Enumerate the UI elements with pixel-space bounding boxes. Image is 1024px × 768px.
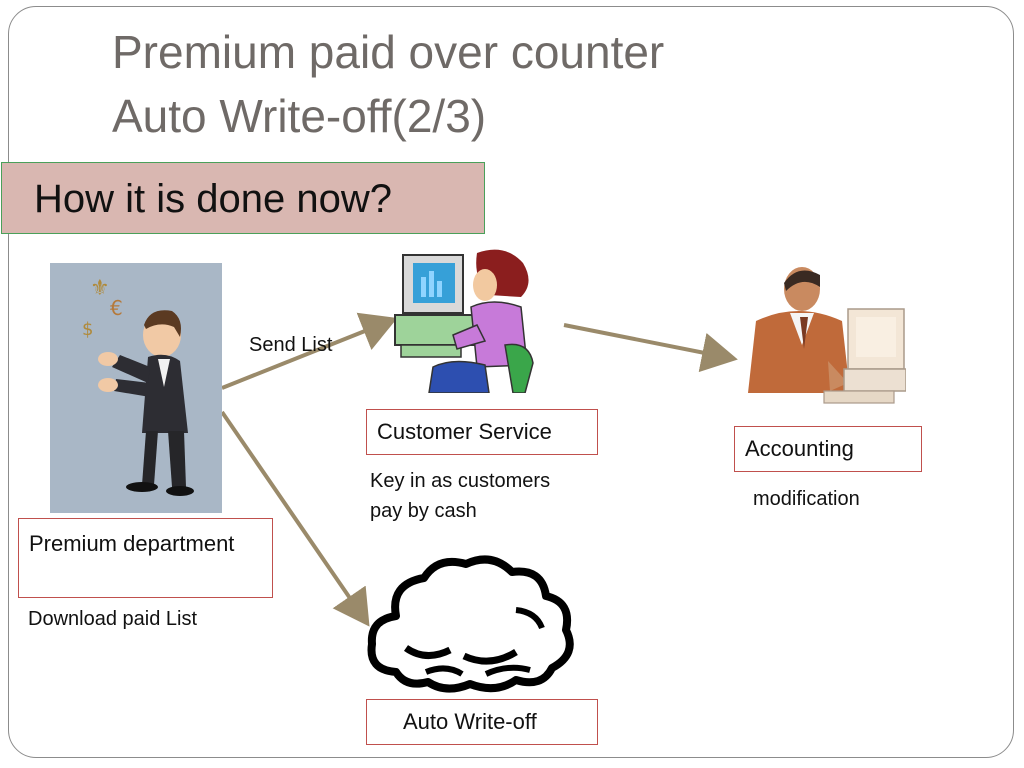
auto-writeoff-cloud-icon (367, 555, 574, 693)
customer-service-label: Customer Service (366, 409, 598, 455)
accounting-clipart (748, 267, 906, 404)
customer-service-note-line-2: pay by cash (370, 500, 477, 522)
customer-service-note-line-1: Key in as customers (370, 470, 551, 492)
premium-department-label: Premium department (18, 518, 273, 598)
customer-service-clipart (394, 249, 534, 393)
accounting-note: modification (753, 488, 860, 510)
arrow-premium-to-customer-service (221, 312, 398, 390)
svg-text:€: € (110, 296, 123, 320)
title-line-2: Auto Write-off(2/3) (112, 90, 487, 142)
arrow-premium-to-auto-writeoff (220, 410, 370, 627)
customer-service-note: Key in as customers pay by cash (370, 466, 550, 526)
accounting-label: Accounting (734, 426, 922, 472)
question-banner: How it is done now? (1, 162, 485, 234)
premium-department-note: Download paid List (28, 608, 197, 630)
svg-text:$: $ (82, 319, 93, 340)
send-list-label: Send List (249, 334, 333, 356)
slide-frame (8, 6, 1014, 758)
svg-text:⚜: ⚜ (90, 276, 110, 301)
auto-writeoff-label: Auto Write-off (366, 699, 598, 745)
slide-title: Premium paid over counter Auto Write-off… (112, 20, 664, 148)
title-line-1: Premium paid over counter (112, 26, 665, 78)
arrow-customer-service-to-accounting (563, 323, 738, 373)
premium-department-clipart: ⚜ € $ (50, 263, 222, 513)
